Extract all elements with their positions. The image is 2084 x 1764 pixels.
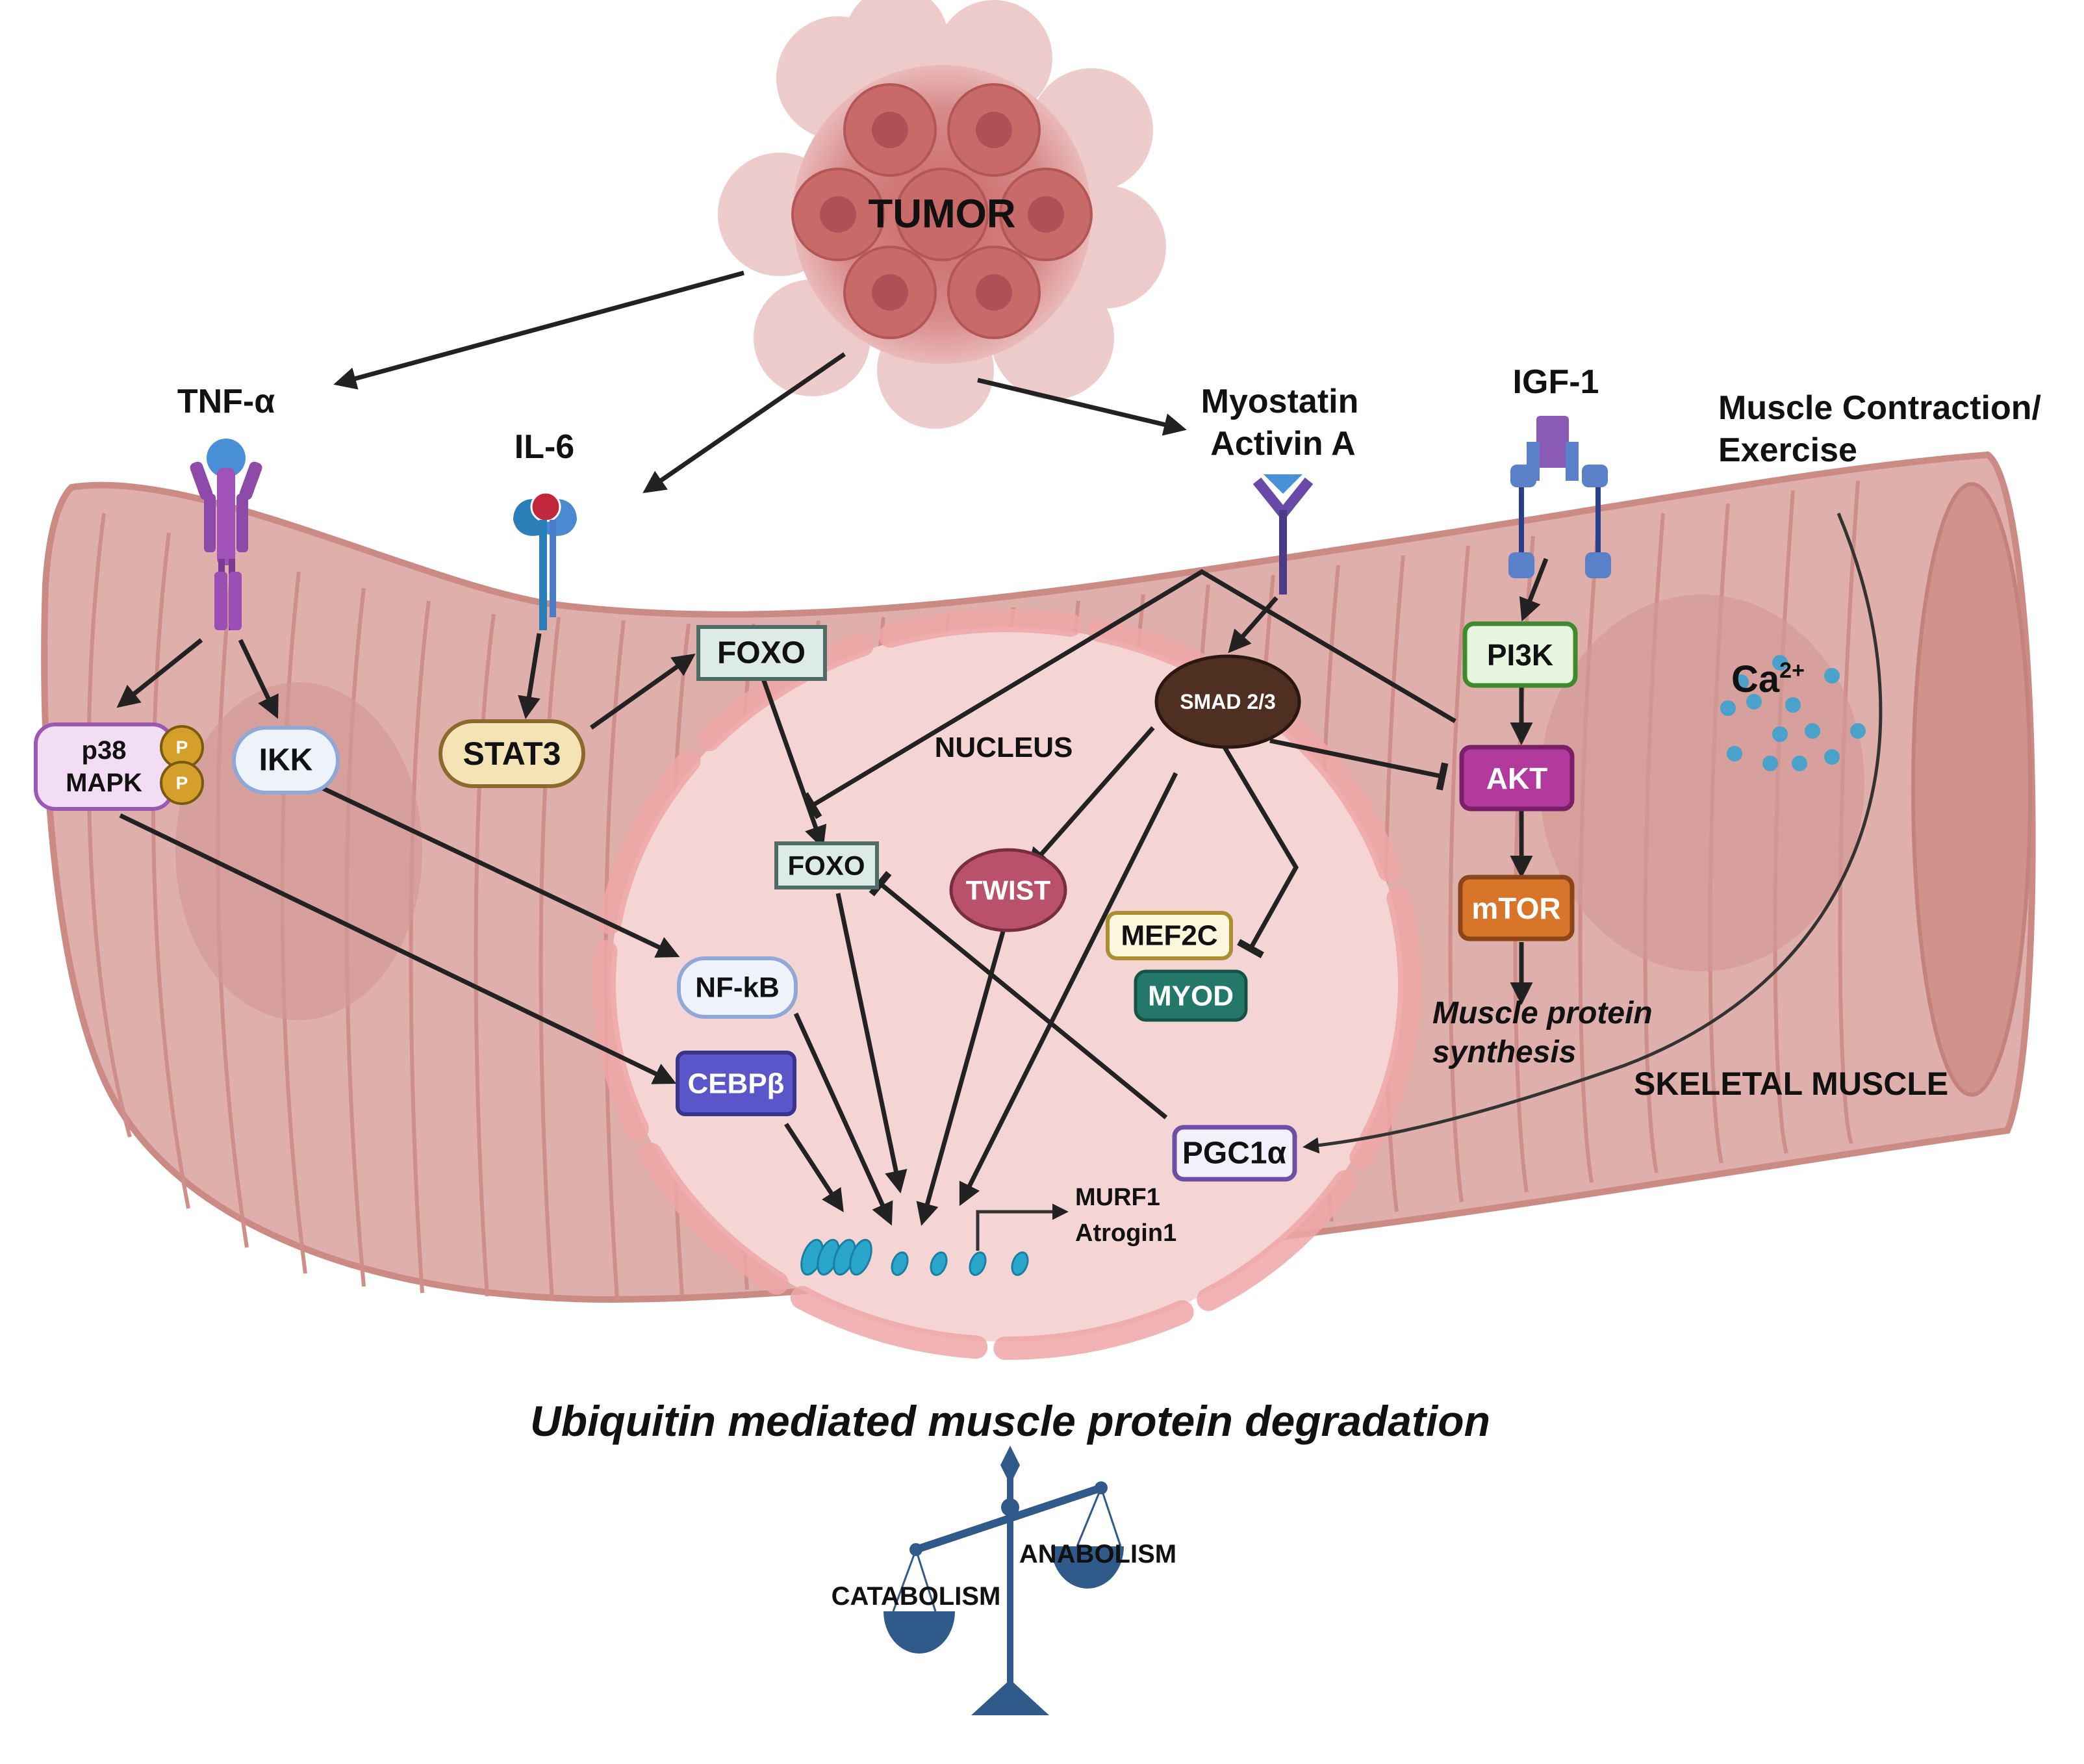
arrow-stat3-to-foxo bbox=[589, 653, 696, 730]
node-twist[interactable]: TWIST bbox=[949, 848, 1067, 932]
node-cebpb[interactable]: CEBPβ bbox=[676, 1051, 796, 1116]
mtor-label: mTOR bbox=[1471, 891, 1560, 925]
figure-title: Ubiquitin mediated muscle protein degrad… bbox=[530, 1397, 1490, 1445]
igf1-label: IGF-1 bbox=[1513, 363, 1599, 401]
myonucleus-shadow-right bbox=[1540, 594, 1864, 971]
arrow-smad-to-gene bbox=[959, 772, 1178, 1207]
node-stat3[interactable]: STAT3 bbox=[438, 719, 585, 788]
skeletal-muscle-label: SKELETAL MUSCLE bbox=[1634, 1066, 1948, 1102]
foxo-label: FOXO bbox=[717, 636, 806, 671]
muscle-end-opening bbox=[1911, 482, 2032, 1097]
calcium-ions-icon bbox=[1720, 655, 1866, 771]
arrow-tnf-to-p38 bbox=[116, 638, 203, 708]
catabolism-label: CATABOLISM bbox=[832, 1582, 1001, 1611]
arrow-exercise-to-pgc1a bbox=[1302, 513, 1883, 1154]
atrogin1-label: Atrogin1 bbox=[1075, 1220, 1176, 1247]
phospho-icon bbox=[160, 761, 204, 805]
arrow-activin-to-smad bbox=[1228, 596, 1278, 654]
pi3k-label: PI3K bbox=[1487, 638, 1553, 672]
nucleus-label: NUCLEUS bbox=[935, 732, 1073, 763]
exercise-label-line1: Muscle Contraction/ bbox=[1718, 389, 2041, 427]
arrow-nfkb-to-gene bbox=[793, 1012, 893, 1226]
node-mtor[interactable]: mTOR bbox=[1458, 875, 1575, 941]
phospho-label: P bbox=[176, 773, 188, 793]
inhibit-akt-to-foxo bbox=[802, 569, 1456, 819]
akt-label: AKT bbox=[1486, 761, 1548, 795]
synthesis-label-line1: Muscle protein bbox=[1432, 996, 1653, 1030]
murf1-label: MURF1 bbox=[1075, 1184, 1160, 1211]
arrow-cebpb-to-gene bbox=[784, 1123, 844, 1212]
inhibit-smad-to-mef2c bbox=[1222, 746, 1299, 958]
nuclear-envelope bbox=[592, 609, 1421, 1360]
arrow-igf1-to-pi3k bbox=[1519, 557, 1549, 622]
pgc1a-label: PGC1α bbox=[1182, 1136, 1287, 1171]
node-p38-mapk[interactable]: p38 MAPK P P bbox=[34, 722, 204, 811]
synthesis-label-line2: synthesis bbox=[1432, 1035, 1576, 1069]
arrow-tumor-to-il6 bbox=[642, 352, 846, 493]
tumor: TUMOR bbox=[718, 0, 1166, 429]
node-foxo-cytoplasm[interactable]: FOXO bbox=[696, 625, 827, 681]
activin-label: Activin A bbox=[1210, 425, 1355, 463]
node-nfkb[interactable]: NF-kB bbox=[677, 956, 798, 1019]
arrow-tumor-to-tnf bbox=[333, 270, 744, 390]
tumor-nuclei bbox=[820, 112, 1064, 311]
inhibit-pgc1a-to-foxo bbox=[869, 871, 1168, 1119]
twist-label: TWIST bbox=[966, 875, 1051, 906]
igf1-receptor-icon bbox=[1508, 416, 1611, 578]
arrow-ikk-to-nfkb bbox=[317, 784, 680, 958]
foxo-nuclear-label: FOXO bbox=[787, 850, 865, 881]
arrow-smad-to-twist bbox=[1026, 726, 1155, 871]
arrow-foxo-to-gene bbox=[835, 893, 908, 1194]
node-myod[interactable]: MYOD bbox=[1134, 969, 1248, 1022]
tnf-receptor-icon bbox=[190, 439, 262, 630]
tnf-alpha-label: TNF-α bbox=[177, 383, 275, 420]
node-pgc1a[interactable]: PGC1α bbox=[1172, 1125, 1297, 1182]
chromatin-icon bbox=[800, 1238, 1029, 1276]
tumor-label: TUMOR bbox=[868, 192, 1015, 236]
arrow-p38-to-cebpb bbox=[119, 813, 677, 1084]
node-smad[interactable]: SMAD 2/3 bbox=[1154, 654, 1301, 749]
node-mef2c[interactable]: MEF2C bbox=[1106, 911, 1233, 960]
arrows bbox=[116, 270, 1883, 1251]
myod-label: MYOD bbox=[1148, 980, 1234, 1012]
node-akt[interactable]: AKT bbox=[1459, 745, 1575, 812]
exercise-label-line2: Exercise bbox=[1718, 431, 1857, 469]
arrow-tnf-to-ikk bbox=[238, 639, 279, 719]
arrow-il6-to-stat3 bbox=[518, 633, 542, 719]
anabolism-label: ANABOLISM bbox=[1019, 1540, 1176, 1568]
balance-scale-icon bbox=[883, 1446, 1124, 1715]
nfkb-label: NF-kB bbox=[695, 972, 780, 1004]
myostatin-label: Myostatin bbox=[1201, 383, 1359, 420]
il6-receptor-icon bbox=[513, 491, 577, 630]
p38-label: p38 bbox=[82, 736, 127, 765]
ikk-label: IKK bbox=[259, 743, 313, 778]
stat3-label: STAT3 bbox=[463, 735, 561, 772]
node-foxo-nucleus[interactable]: FOXO bbox=[774, 841, 879, 889]
node-ikk[interactable]: IKK bbox=[232, 726, 340, 795]
phospho-label: P bbox=[176, 737, 188, 758]
cebpb-label: CEBPβ bbox=[687, 1068, 784, 1100]
inhibit-smad-to-akt bbox=[1269, 738, 1449, 791]
arrow-twist-to-gene bbox=[916, 928, 1006, 1226]
mapk-label: MAPK bbox=[66, 769, 142, 797]
node-pi3k[interactable]: PI3K bbox=[1462, 621, 1578, 688]
smad-label: SMAD 2/3 bbox=[1180, 690, 1276, 713]
arrow-tumor-to-myostatin bbox=[977, 377, 1187, 436]
activin-receptor-icon bbox=[1252, 474, 1314, 594]
mef2c-label: MEF2C bbox=[1121, 920, 1217, 952]
transcription-start-arrow bbox=[976, 1203, 1069, 1251]
il6-label: IL-6 bbox=[515, 428, 574, 466]
calcium-label: Ca2+ bbox=[1731, 658, 1805, 700]
